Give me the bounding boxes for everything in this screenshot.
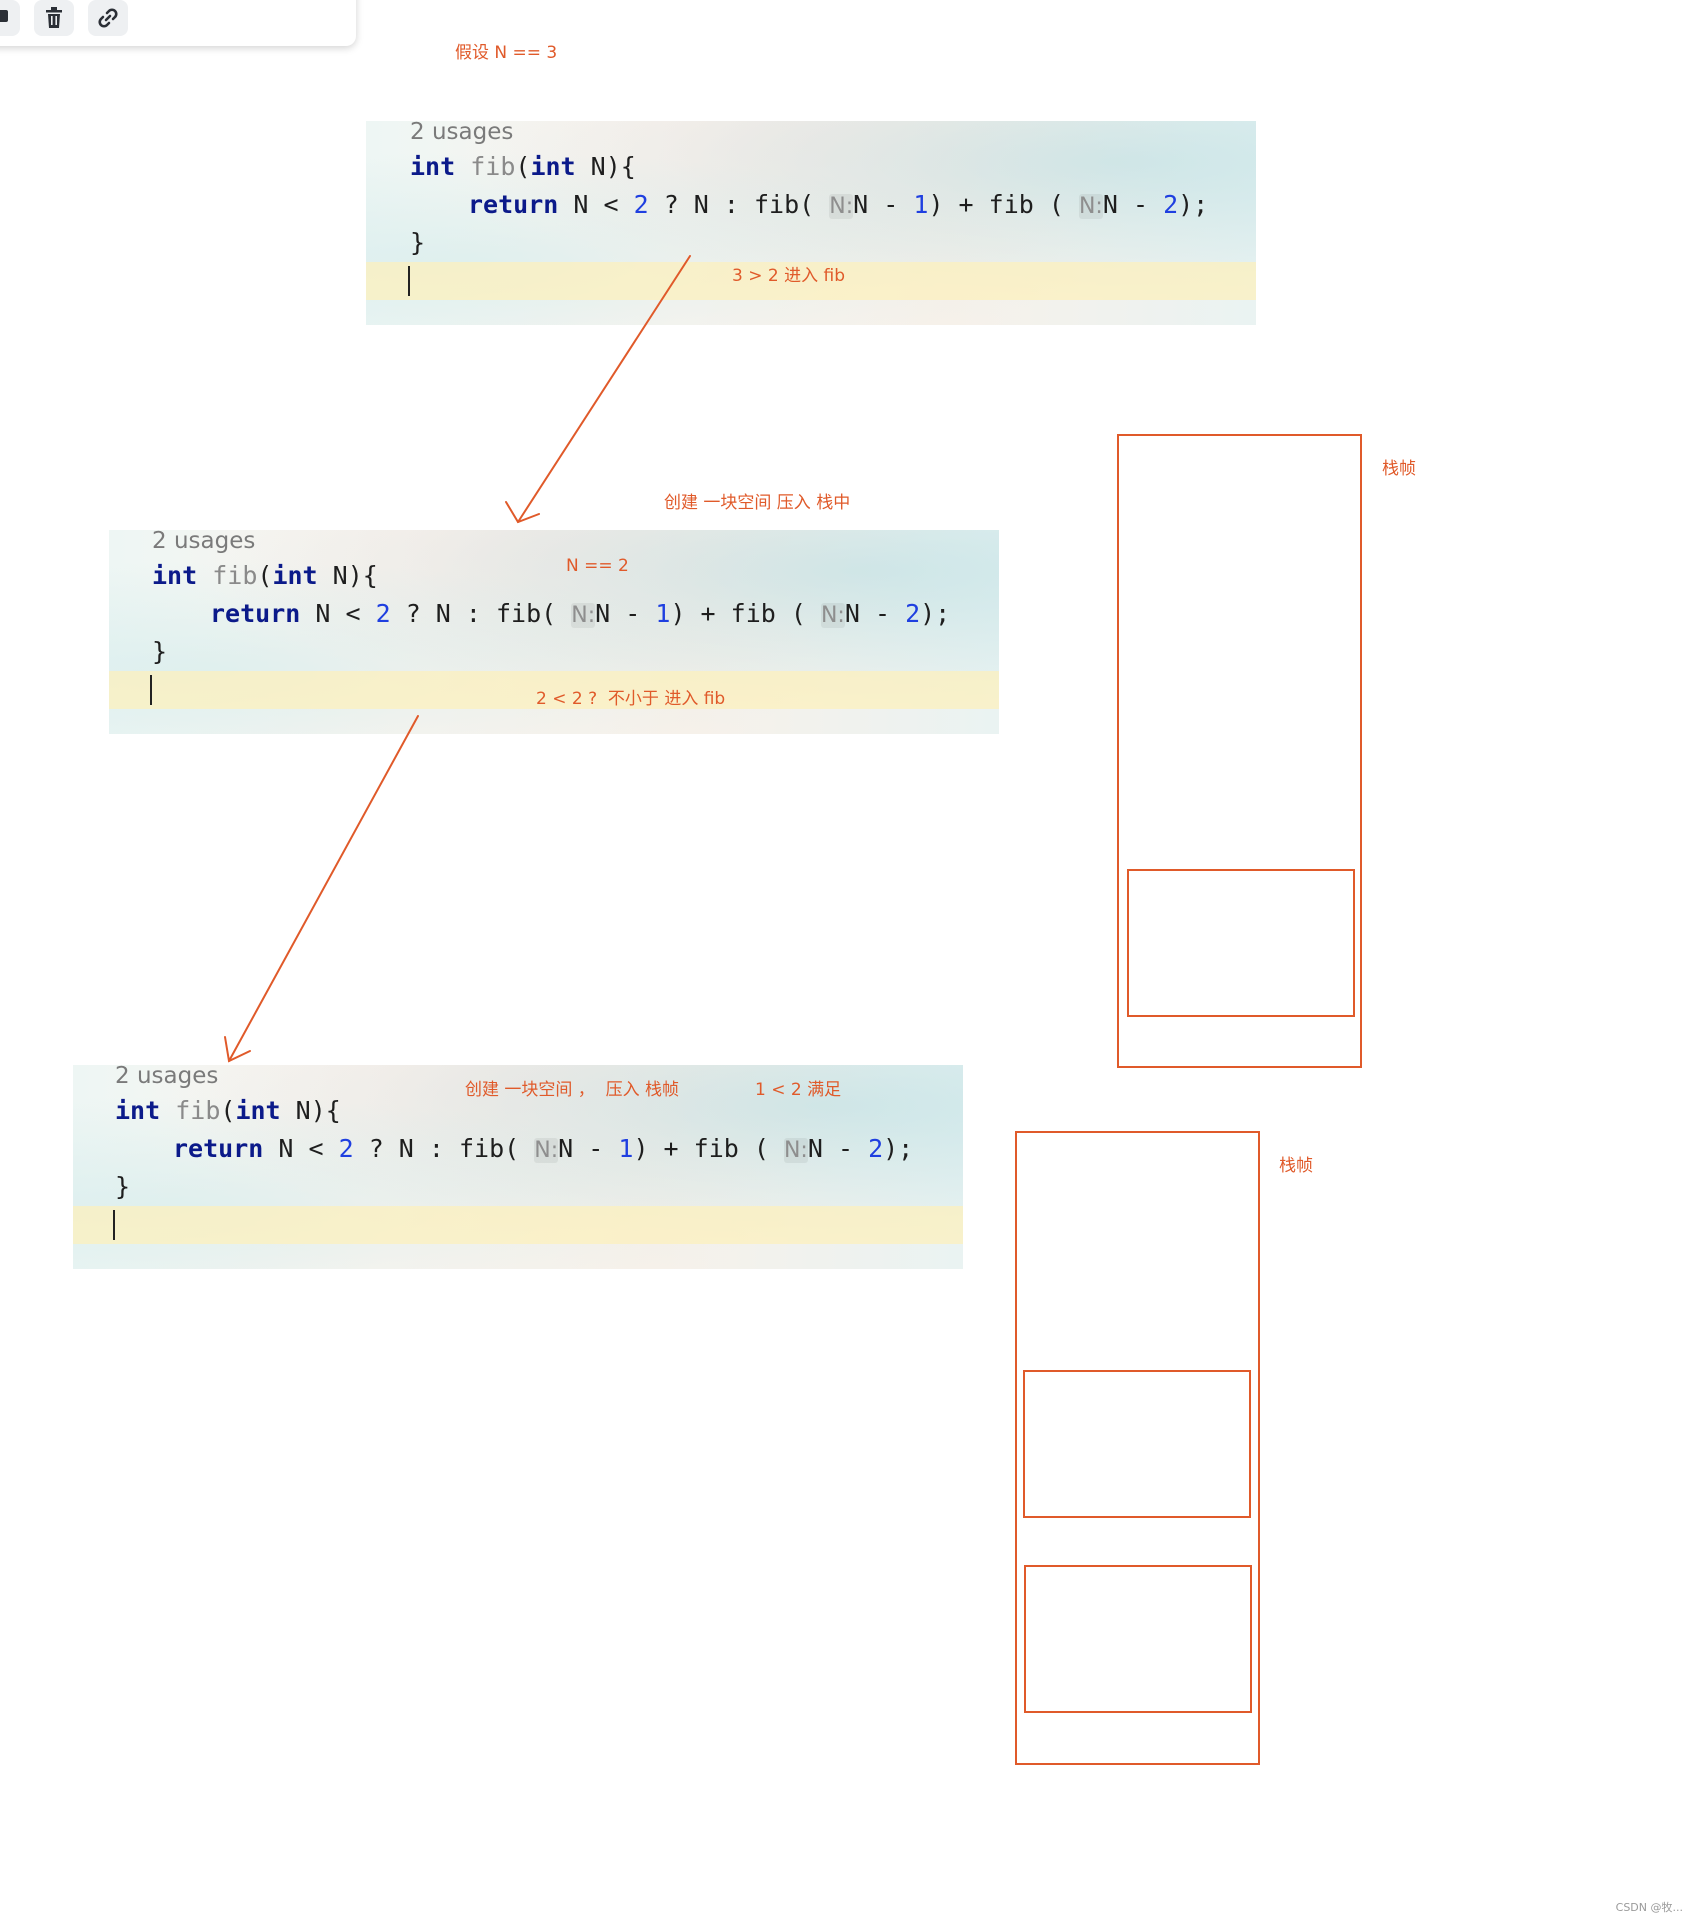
ternary: ? N : fib( xyxy=(648,190,815,219)
toolbar xyxy=(0,0,356,46)
stack-frame-outer-1 xyxy=(1117,434,1362,1068)
keyword-int-param: int xyxy=(530,152,576,181)
return-end: ); xyxy=(1178,190,1209,219)
paren-open: ( xyxy=(515,152,531,181)
not-less-enter-note: 2 < 2 ? 不小于 进入 fib xyxy=(536,689,726,709)
code-line-return: return N < 2 ? N : fib( N:N - 1) + fib (… xyxy=(210,599,950,628)
return-end: ); xyxy=(883,1134,914,1163)
return-mid: N < xyxy=(263,1134,339,1163)
literal-1: 1 xyxy=(655,599,671,628)
return-mid: N < xyxy=(558,190,634,219)
keyword-int: int xyxy=(410,152,456,181)
return-mid: N < xyxy=(300,599,376,628)
code-line-close: } xyxy=(410,228,426,257)
code-panel-3: 2 usages int fib(int N){ return N < 2 ? … xyxy=(73,1065,963,1269)
param-rest: N){ xyxy=(575,152,636,181)
param-hint: N: xyxy=(829,194,854,219)
arg1: N - xyxy=(595,599,656,628)
plus-call: ) + fib ( xyxy=(633,1134,769,1163)
stack-frame-inner-2a xyxy=(1023,1370,1251,1518)
text-caret xyxy=(113,1210,115,1240)
literal-2: 2 xyxy=(868,1134,884,1163)
code-line-return: return N < 2 ? N : fib( N:N - 1) + fib (… xyxy=(173,1134,913,1163)
literal-2: 2 xyxy=(338,1134,354,1163)
function-name: fib xyxy=(175,1096,221,1125)
comment-icon xyxy=(0,10,8,22)
plus-call: ) + fib ( xyxy=(928,190,1064,219)
stack-frame-inner-2b xyxy=(1024,1565,1252,1713)
assume-note: 假设 N == 3 xyxy=(455,43,558,63)
plus-call: ) + fib ( xyxy=(670,599,806,628)
stack-frame-label-2: 栈帧 xyxy=(1279,1156,1313,1176)
arrow-1 xyxy=(517,255,691,523)
literal-2: 2 xyxy=(905,599,921,628)
keyword-return: return xyxy=(210,599,301,628)
satisfied-note: 1 < 2 满足 xyxy=(755,1080,842,1100)
watermark: CSDN @牧... xyxy=(1615,1901,1683,1914)
literal-2: 2 xyxy=(633,190,649,219)
arrow-2 xyxy=(228,715,419,1062)
keyword-int: int xyxy=(115,1096,161,1125)
code-line-close: } xyxy=(115,1172,131,1201)
keyword-int-param: int xyxy=(235,1096,281,1125)
literal-1: 1 xyxy=(618,1134,634,1163)
keyword-return: return xyxy=(468,190,559,219)
paren-open: ( xyxy=(257,561,273,590)
ternary: ? N : fib( xyxy=(353,1134,520,1163)
arrow-1-head xyxy=(505,501,540,524)
arg2: N - xyxy=(807,1134,869,1163)
arg1: N - xyxy=(853,190,914,219)
text-caret xyxy=(408,266,410,296)
literal-1: 1 xyxy=(913,190,929,219)
code-line-close: } xyxy=(152,637,168,666)
code-line-return: return N < 2 ? N : fib( N:N - 1) + fib (… xyxy=(468,190,1208,219)
param-hint: N: xyxy=(820,603,845,628)
function-name: fib xyxy=(212,561,258,590)
current-line-highlight xyxy=(109,671,999,709)
stack-frame-outer-2 xyxy=(1015,1131,1260,1765)
literal-2: 2 xyxy=(1163,190,1179,219)
current-line-highlight xyxy=(366,262,1256,300)
arg2: N - xyxy=(844,599,906,628)
link-button[interactable] xyxy=(88,0,128,36)
arg2: N - xyxy=(1102,190,1164,219)
ternary: ? N : fib( xyxy=(390,599,557,628)
keyword-return: return xyxy=(173,1134,264,1163)
param-hint: N: xyxy=(1078,194,1103,219)
enter-fib-note: 3 > 2 进入 fib xyxy=(732,266,845,286)
text-caret xyxy=(150,675,152,705)
current-line-highlight xyxy=(73,1206,963,1244)
n-equals-2-note: N == 2 xyxy=(566,556,629,576)
usages-label[interactable]: 2 usages xyxy=(115,1065,219,1089)
comment-button[interactable] xyxy=(0,0,20,36)
param-hint: N: xyxy=(571,603,596,628)
code-line-signature: int fib(int N){ xyxy=(152,561,378,590)
function-name: fib xyxy=(470,152,516,181)
code-panel-1: 2 usages int fib(int N){ return N < 2 ? … xyxy=(366,121,1256,325)
code-panel-2: 2 usages int fib(int N){ return N < 2 ? … xyxy=(109,530,999,734)
param-hint: N: xyxy=(783,1138,808,1163)
param-rest: N){ xyxy=(317,561,378,590)
keyword-int-param: int xyxy=(272,561,318,590)
param-rest: N){ xyxy=(280,1096,341,1125)
delete-button[interactable] xyxy=(34,0,74,36)
code-line-signature: int fib(int N){ xyxy=(115,1096,341,1125)
create-push-frame-note: 创建 一块空间 ， 压入 栈帧 xyxy=(465,1080,680,1100)
arrow-2-head xyxy=(224,1036,251,1063)
arg1: N - xyxy=(558,1134,619,1163)
usages-label[interactable]: 2 usages xyxy=(152,530,256,554)
create-push-stack-note: 创建 一块空间 压入 栈中 xyxy=(664,493,851,513)
stack-frame-label-1: 栈帧 xyxy=(1382,459,1416,479)
usages-label[interactable]: 2 usages xyxy=(410,121,514,145)
link-icon xyxy=(98,8,118,28)
keyword-int: int xyxy=(152,561,198,590)
literal-2: 2 xyxy=(375,599,391,628)
paren-open: ( xyxy=(220,1096,236,1125)
stack-frame-inner-1 xyxy=(1127,869,1355,1017)
trash-icon xyxy=(46,7,62,28)
return-end: ); xyxy=(920,599,951,628)
param-hint: N: xyxy=(534,1138,559,1163)
code-line-signature: int fib(int N){ xyxy=(410,152,636,181)
